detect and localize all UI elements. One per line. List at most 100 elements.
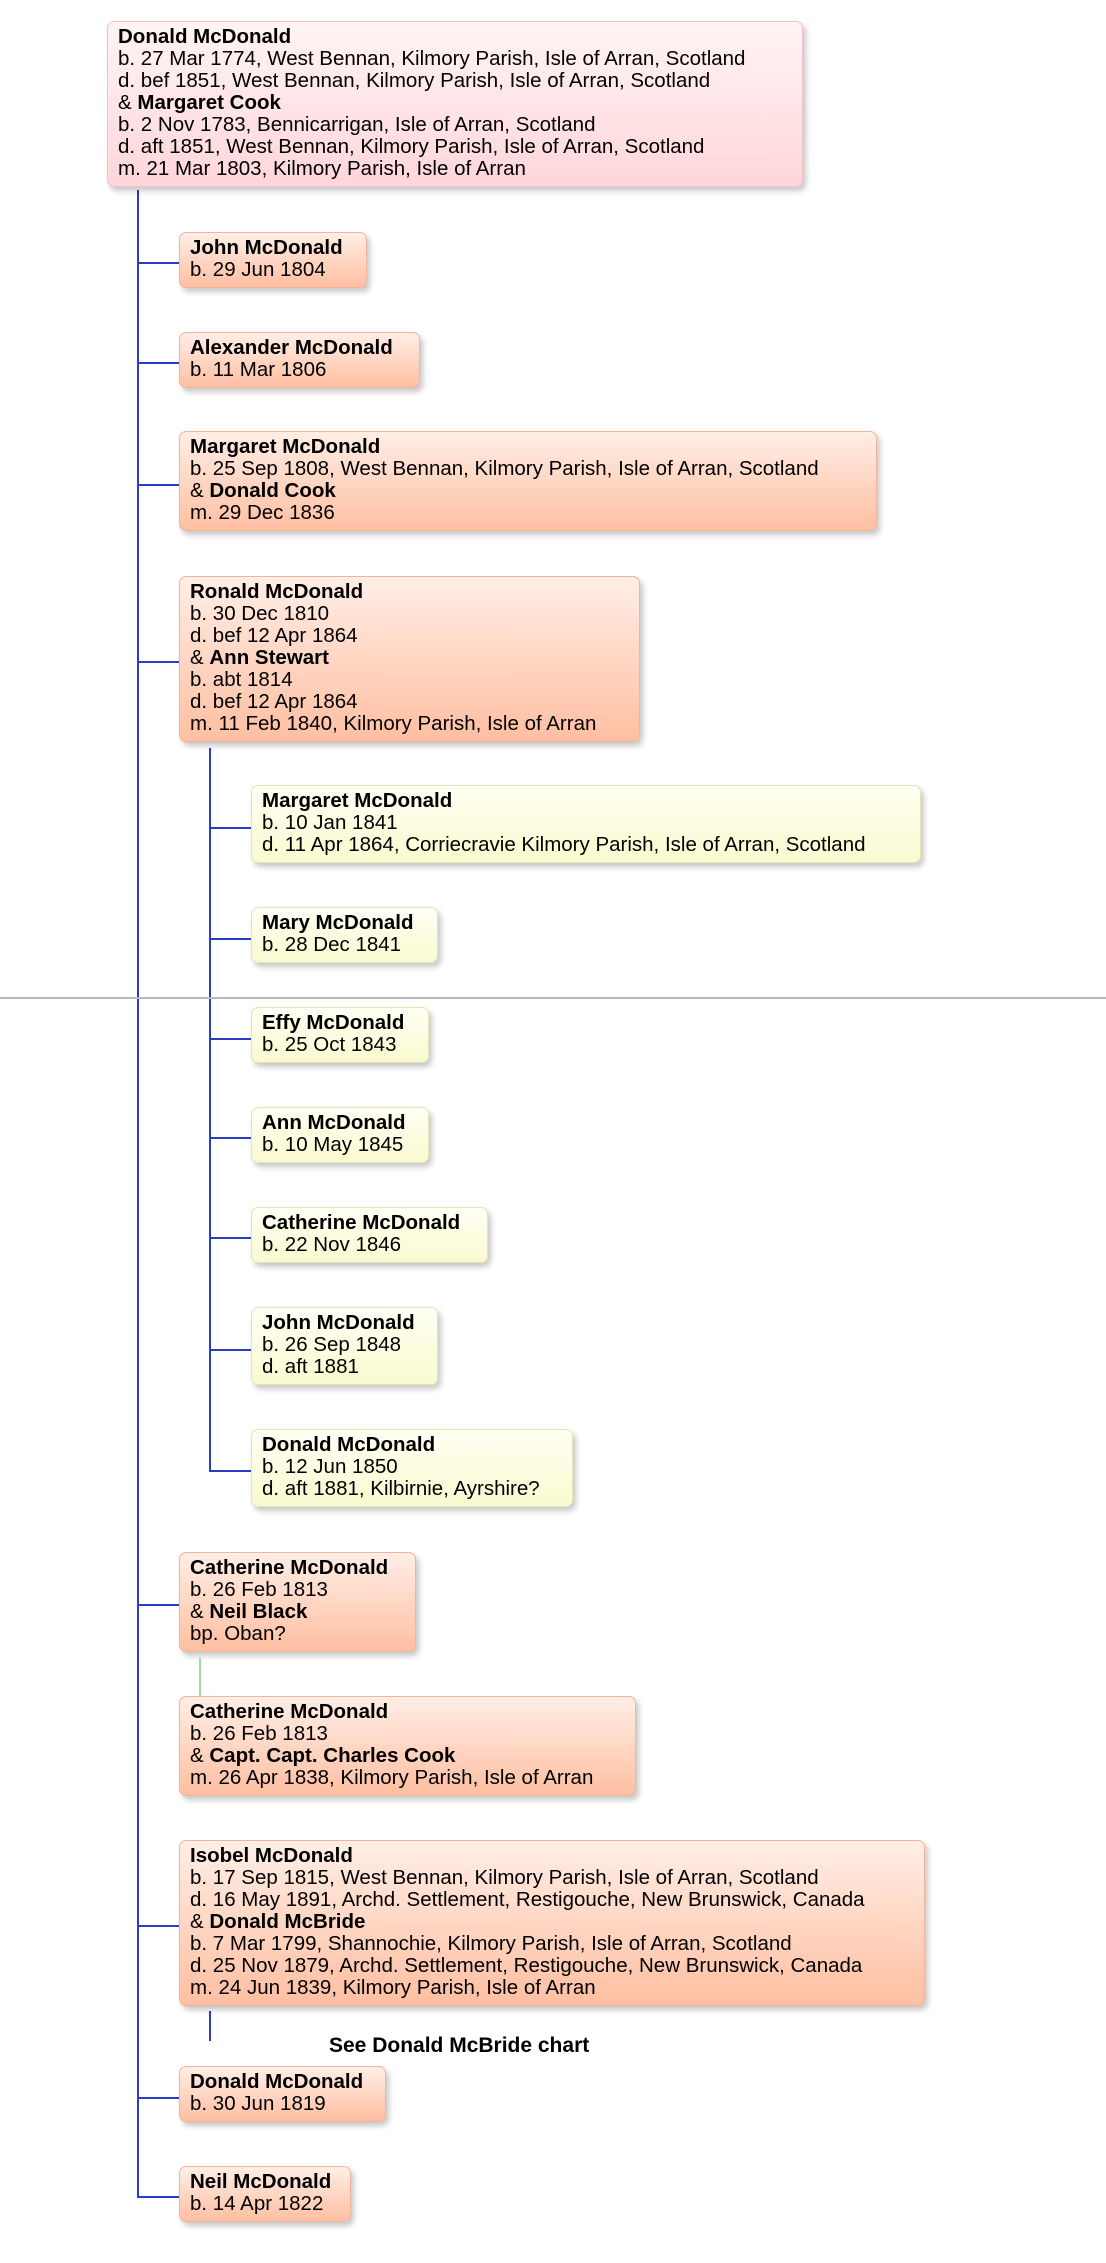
person-box-john[interactable]: John McDonald b. 29 Jun 1804 — [179, 232, 367, 288]
spouse-name: Donald Cook — [209, 479, 336, 502]
person-box-margaret[interactable]: Margaret McDonald b. 25 Sep 1808, West B… — [179, 431, 877, 531]
person-name: Catherine McDonald — [262, 1211, 461, 1234]
person-box-gc-effy[interactable]: Effy McDonald b. 25 Oct 1843 — [251, 1007, 429, 1063]
death-line: d. bef 1851, West Bennan, Kilmory Parish… — [118, 69, 711, 92]
birth-line: b. 27 Mar 1774, West Bennan, Kilmory Par… — [118, 47, 746, 70]
connector-gc-catherine — [209, 1237, 252, 1239]
person-name: John McDonald — [262, 1311, 415, 1334]
person-box-gc-margaret[interactable]: Margaret McDonald b. 10 Jan 1841 d. 11 A… — [251, 785, 921, 863]
person-name: Margaret McDonald — [190, 435, 381, 458]
birth-line: b. 29 Jun 1804 — [190, 258, 326, 281]
person-name: Alexander McDonald — [190, 336, 393, 359]
person-box-donald-jr[interactable]: Donald McDonald b. 30 Jun 1819 — [179, 2066, 386, 2122]
marriage-line: m. 24 Jun 1839, Kilmory Parish, Isle of … — [190, 1976, 596, 1999]
connector-gc-donald — [209, 1470, 252, 1472]
death-line: d. 16 May 1891, Archd. Settlement, Resti… — [190, 1888, 865, 1911]
person-name: Margaret McDonald — [262, 789, 453, 812]
person-box-gc-donald[interactable]: Donald McDonald b. 12 Jun 1850 d. aft 18… — [251, 1429, 573, 1507]
marriage-line: m. 21 Mar 1803, Kilmory Parish, Isle of … — [118, 157, 526, 180]
person-box-alexander[interactable]: Alexander McDonald b. 11 Mar 1806 — [179, 332, 420, 388]
connector-gc-effy — [209, 1038, 252, 1040]
spouse-name: Margaret Cook — [137, 91, 281, 114]
see-chart-link[interactable]: See Donald McBride chart — [329, 2034, 590, 2057]
birth-line: b. 11 Mar 1806 — [190, 358, 327, 381]
person-name: Ronald McDonald — [190, 580, 364, 603]
spouse-name: Ann Stewart — [209, 646, 329, 669]
connector-neil — [137, 2196, 180, 2198]
spouse-line: & Capt. Capt. Charles Cook — [190, 1744, 456, 1767]
root-descent-line-lower — [137, 2043, 139, 2197]
person-box-root[interactable]: Donald McDonald b. 27 Mar 1774, West Ben… — [107, 21, 803, 187]
person-name: Neil McDonald — [190, 2170, 332, 2193]
person-box-gc-catherine[interactable]: Catherine McDonald b. 22 Nov 1846 — [251, 1207, 488, 1263]
spouse-line: & Margaret Cook — [118, 91, 281, 114]
connector-margaret — [137, 484, 180, 486]
death-line: d. 11 Apr 1864, Corriecravie Kilmory Par… — [262, 833, 866, 856]
spouse-line: & Neil Black — [190, 1600, 308, 1623]
birth-line: b. 17 Sep 1815, West Bennan, Kilmory Par… — [190, 1866, 819, 1889]
person-box-gc-mary[interactable]: Mary McDonald b. 28 Dec 1841 — [251, 907, 438, 963]
birth-line: b. 26 Feb 1813 — [190, 1722, 328, 1745]
marriage-line: m. 29 Dec 1836 — [190, 501, 335, 524]
person-name: Donald McDonald — [190, 2070, 364, 2093]
birth-line: b. 14 Apr 1822 — [190, 2192, 324, 2215]
connector-ronald — [137, 661, 180, 663]
spouse-line: & Ann Stewart — [190, 646, 329, 669]
spouse-name: Neil Black — [209, 1600, 308, 1623]
connector-gc-mary — [209, 938, 252, 940]
birth-line: b. 25 Sep 1808, West Bennan, Kilmory Par… — [190, 457, 819, 480]
person-box-isobel[interactable]: Isobel McDonald b. 17 Sep 1815, West Ben… — [179, 1840, 925, 2006]
spouse-death-line: d. 25 Nov 1879, Archd. Settlement, Resti… — [190, 1954, 863, 1977]
person-name: Mary McDonald — [262, 911, 414, 934]
person-name: Donald McDonald — [262, 1433, 436, 1456]
person-name: Effy McDonald — [262, 1011, 405, 1034]
spouse-birth-line: b. abt 1814 — [190, 668, 293, 691]
connector-donald-jr — [137, 2097, 180, 2099]
person-name: Donald McDonald — [118, 25, 292, 48]
spouse-death-line: d. aft 1851, West Bennan, Kilmory Parish… — [118, 135, 705, 158]
death-line: d. bef 12 Apr 1864 — [190, 624, 358, 647]
page-break-line — [0, 997, 1106, 999]
person-box-gc-john[interactable]: John McDonald b. 26 Sep 1848 d. aft 1881 — [251, 1307, 438, 1385]
birth-line: b. 30 Dec 1810 — [190, 602, 330, 625]
ronald-descent-line — [209, 748, 211, 1471]
person-box-ronald[interactable]: Ronald McDonald b. 30 Dec 1810 d. bef 12… — [179, 576, 640, 742]
spouse-birth-line: b. 2 Nov 1783, Bennicarrigan, Isle of Ar… — [118, 113, 596, 136]
birth-line: b. 28 Dec 1841 — [262, 933, 402, 956]
death-line: d. aft 1881 — [262, 1355, 359, 1378]
person-box-neil[interactable]: Neil McDonald b. 14 Apr 1822 — [179, 2166, 351, 2222]
spouse-birth-line: b. 7 Mar 1799, Shannochie, Kilmory Paris… — [190, 1932, 792, 1955]
marriage-line: m. 26 Apr 1838, Kilmory Parish, Isle of … — [190, 1766, 594, 1789]
connector-gc-ann — [209, 1137, 252, 1139]
connector-isobel — [137, 1925, 180, 1927]
person-box-gc-ann[interactable]: Ann McDonald b. 10 May 1845 — [251, 1107, 429, 1163]
person-box-catherine-alt[interactable]: Catherine McDonald b. 26 Feb 1813 & Capt… — [179, 1696, 636, 1796]
connector-alexander — [137, 362, 180, 364]
person-name: Catherine McDonald — [190, 1556, 389, 1579]
person-box-catherine[interactable]: Catherine McDonald b. 26 Feb 1813 & Neil… — [179, 1552, 416, 1652]
baptism-line: bp. Oban? — [190, 1622, 286, 1645]
marriage-line: m. 11 Feb 1840, Kilmory Parish, Isle of … — [190, 712, 597, 735]
connector-gc-margaret — [209, 827, 252, 829]
spouse-name: Capt. Capt. Charles Cook — [209, 1744, 456, 1767]
spouse-line: & Donald Cook — [190, 479, 336, 502]
birth-line: b. 10 May 1845 — [262, 1133, 404, 1156]
birth-line: b. 22 Nov 1846 — [262, 1233, 402, 1256]
person-name: John McDonald — [190, 236, 343, 259]
spouse-death-line: d. bef 12 Apr 1864 — [190, 690, 358, 713]
spouse-name: Donald McBride — [209, 1910, 366, 1933]
birth-line: b. 26 Sep 1848 — [262, 1333, 402, 1356]
isobel-descent-line — [209, 2011, 211, 2041]
birth-line: b. 10 Jan 1841 — [262, 811, 398, 834]
connector-john — [137, 262, 180, 264]
person-name: Catherine McDonald — [190, 1700, 389, 1723]
birth-line: b. 25 Oct 1843 — [262, 1033, 397, 1056]
spouse-line: & Donald McBride — [190, 1910, 366, 1933]
birth-line: b. 12 Jun 1850 — [262, 1455, 398, 1478]
alt-spouse-connector — [199, 1658, 201, 1696]
connector-gc-john — [209, 1349, 252, 1351]
death-line: d. aft 1881, Kilbirnie, Ayrshire? — [262, 1477, 540, 1500]
root-descent-line — [137, 190, 139, 2062]
person-name: Ann McDonald — [262, 1111, 406, 1134]
connector-catherine — [137, 1604, 180, 1606]
